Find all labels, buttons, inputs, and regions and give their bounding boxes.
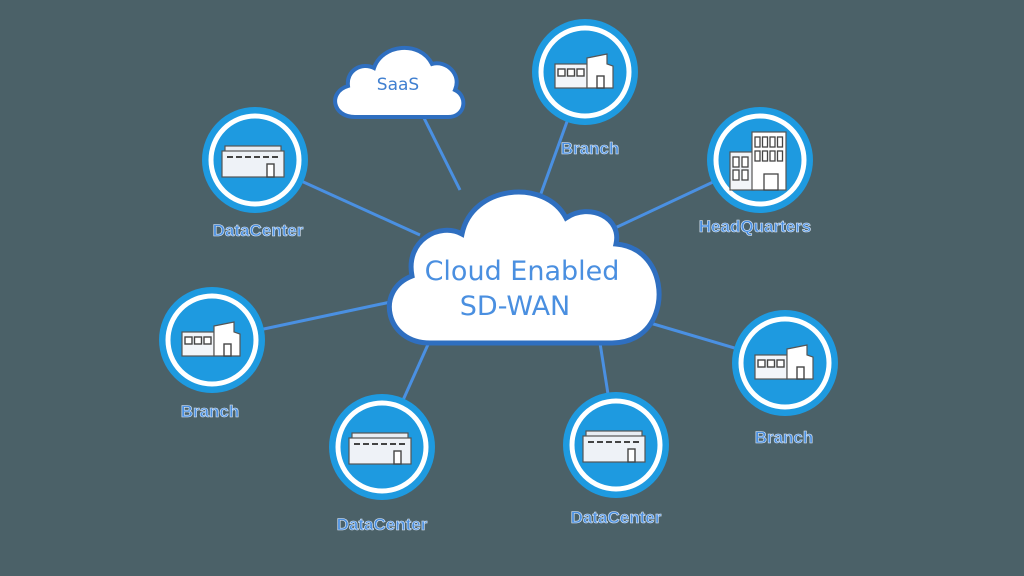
saas-cloud: SaaS bbox=[333, 46, 466, 119]
door bbox=[763, 173, 779, 191]
window bbox=[776, 150, 784, 162]
node-inner-ring bbox=[738, 316, 832, 410]
window bbox=[576, 68, 585, 77]
node-label: DataCenter bbox=[571, 508, 662, 527]
door bbox=[596, 75, 605, 89]
door bbox=[393, 450, 402, 465]
branch-tower bbox=[213, 321, 241, 357]
window bbox=[754, 136, 761, 148]
node-datacenter: DataCenter bbox=[202, 107, 308, 240]
window bbox=[741, 169, 749, 181]
branch-building-icon bbox=[554, 53, 614, 89]
door bbox=[223, 343, 232, 357]
window bbox=[761, 136, 769, 148]
node-inner-ring bbox=[335, 400, 429, 494]
central-cloud: Cloud Enabled SD-WAN bbox=[386, 189, 662, 346]
window bbox=[766, 359, 776, 368]
node-label: DataCenter bbox=[213, 221, 304, 240]
node-label: DataCenter bbox=[337, 515, 428, 534]
node-label: Branch bbox=[181, 402, 240, 421]
node-label: Branch bbox=[561, 139, 620, 158]
node-label: Branch bbox=[755, 428, 814, 447]
center-title-line1: Cloud Enabled bbox=[425, 256, 620, 287]
datacenter-building-icon bbox=[582, 430, 646, 463]
window bbox=[732, 156, 740, 168]
saas-cloud-shape bbox=[333, 46, 466, 119]
door bbox=[266, 163, 275, 178]
window bbox=[566, 68, 576, 77]
branch-tower bbox=[786, 344, 814, 380]
node-inner-ring bbox=[208, 113, 302, 207]
node-datacenter: DataCenter bbox=[329, 394, 435, 534]
door bbox=[796, 366, 805, 380]
window bbox=[776, 136, 784, 148]
node-inner-ring bbox=[165, 293, 259, 387]
window bbox=[776, 359, 785, 368]
datacenter-building-icon bbox=[221, 145, 285, 178]
window bbox=[557, 68, 566, 77]
node-inner-ring bbox=[538, 25, 632, 119]
window bbox=[184, 336, 193, 345]
node-branch: Branch bbox=[532, 19, 638, 158]
window bbox=[761, 150, 769, 162]
center-title-line2: SD-WAN bbox=[460, 291, 570, 322]
datacenter-body bbox=[582, 435, 646, 463]
branch-building-icon bbox=[181, 321, 241, 357]
connection-line-saas bbox=[418, 109, 462, 191]
window bbox=[732, 169, 740, 181]
node-inner-ring bbox=[713, 113, 807, 207]
window bbox=[203, 336, 212, 345]
window bbox=[193, 336, 203, 345]
connections bbox=[211, 71, 786, 448]
node-inner-ring bbox=[569, 398, 663, 492]
door bbox=[627, 448, 636, 463]
saas-label: SaaS bbox=[377, 75, 419, 95]
node-branch: Branch bbox=[159, 287, 265, 421]
window bbox=[769, 150, 776, 162]
window bbox=[757, 359, 766, 368]
branch-tower bbox=[586, 53, 614, 89]
node-branch: Branch bbox=[732, 310, 838, 447]
branch-building-icon bbox=[754, 344, 814, 380]
window bbox=[754, 150, 761, 162]
window bbox=[741, 156, 749, 168]
node-datacenter: DataCenter bbox=[563, 392, 669, 527]
node-headquarters: HeadQuarters bbox=[698, 107, 813, 236]
datacenter-body bbox=[221, 150, 285, 178]
central-cloud-shape bbox=[386, 189, 662, 346]
node-label: HeadQuarters bbox=[699, 217, 811, 236]
datacenter-body bbox=[348, 437, 412, 465]
headquarters-building-icon bbox=[729, 131, 787, 191]
window bbox=[769, 136, 776, 148]
datacenter-building-icon bbox=[348, 432, 412, 465]
